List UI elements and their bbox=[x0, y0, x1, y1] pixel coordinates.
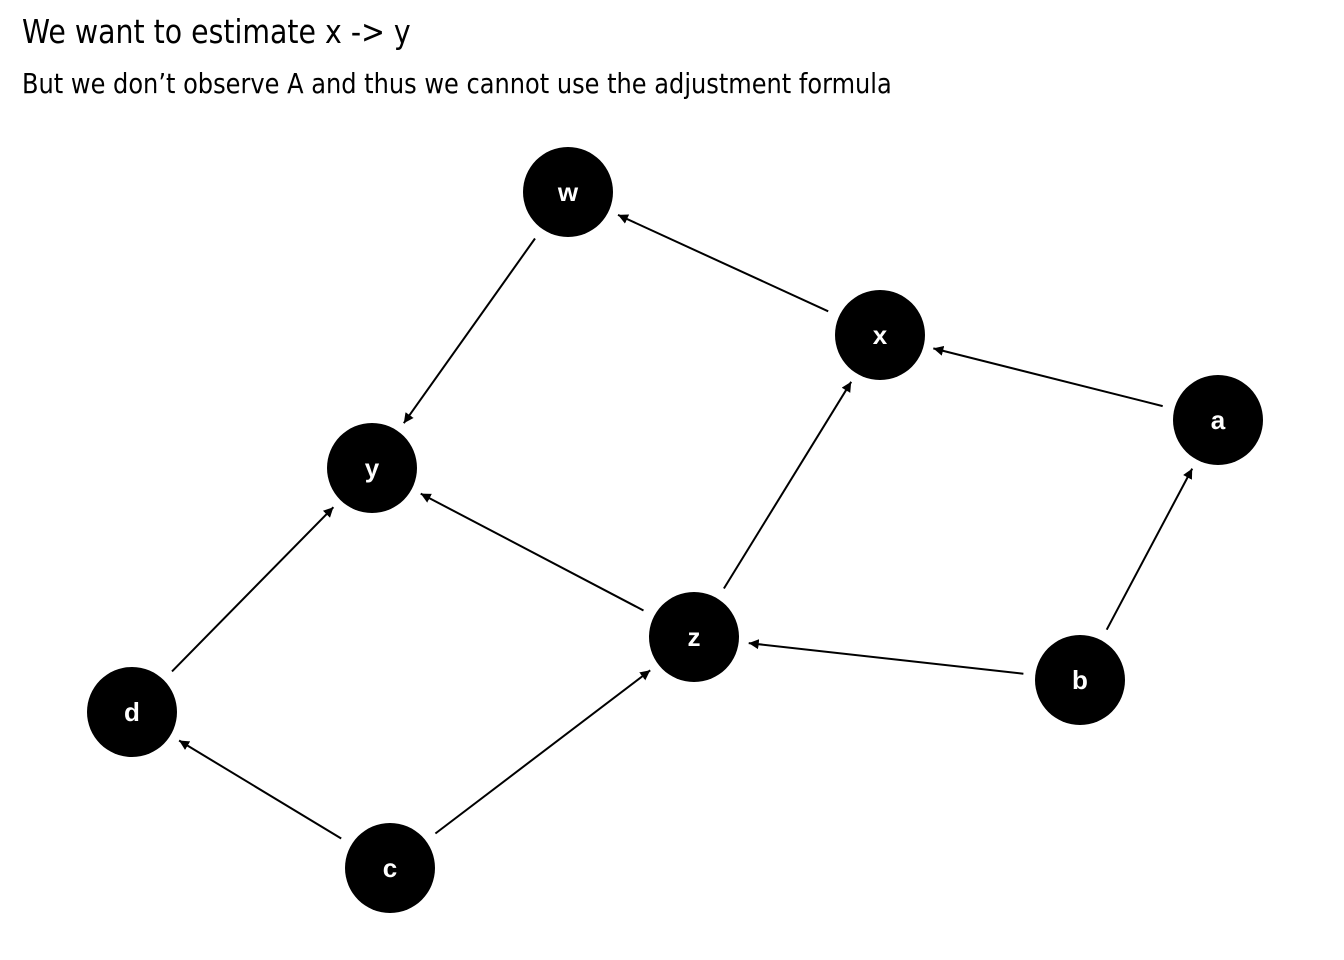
node-z: z bbox=[649, 592, 739, 682]
edge-a-to-x bbox=[933, 345, 1163, 408]
node-x-circle bbox=[835, 290, 925, 380]
edge-b-to-z bbox=[748, 639, 1024, 675]
node-a-circle bbox=[1173, 375, 1263, 465]
edge-d-to-y bbox=[171, 506, 335, 673]
node-b: b bbox=[1035, 635, 1125, 725]
node-y-label: y bbox=[365, 453, 380, 483]
node-w-label: w bbox=[557, 177, 579, 207]
node-d-circle bbox=[87, 667, 177, 757]
node-b-label: b bbox=[1072, 665, 1088, 695]
node-x: x bbox=[835, 290, 925, 380]
node-c-label: c bbox=[383, 853, 397, 883]
node-x-label: x bbox=[873, 320, 888, 350]
node-y: y bbox=[327, 423, 417, 513]
dag-nodes: w x a y z b d c bbox=[87, 147, 1263, 913]
node-w-circle bbox=[523, 147, 613, 237]
page-subtitle: But we don’t observe A and thus we canno… bbox=[22, 67, 892, 100]
node-c: c bbox=[345, 823, 435, 913]
edge-w-to-y bbox=[402, 237, 536, 424]
edge-c-to-z bbox=[434, 669, 651, 835]
node-b-circle bbox=[1035, 635, 1125, 725]
node-z-circle bbox=[649, 592, 739, 682]
node-y-circle bbox=[327, 423, 417, 513]
node-d-label: d bbox=[124, 697, 140, 727]
edge-x-to-w bbox=[617, 213, 829, 313]
node-z-label: z bbox=[688, 622, 701, 652]
node-d: d bbox=[87, 667, 177, 757]
node-w: w bbox=[523, 147, 613, 237]
node-a: a bbox=[1173, 375, 1263, 465]
page-title: We want to estimate x -> y bbox=[22, 12, 411, 51]
edge-c-to-d bbox=[178, 739, 342, 840]
edge-z-to-x bbox=[723, 381, 853, 590]
dag-edges bbox=[171, 213, 1194, 840]
edge-z-to-y bbox=[420, 492, 644, 612]
node-c-circle bbox=[345, 823, 435, 913]
edge-b-to-a bbox=[1105, 468, 1194, 631]
node-a-label: a bbox=[1211, 405, 1226, 435]
